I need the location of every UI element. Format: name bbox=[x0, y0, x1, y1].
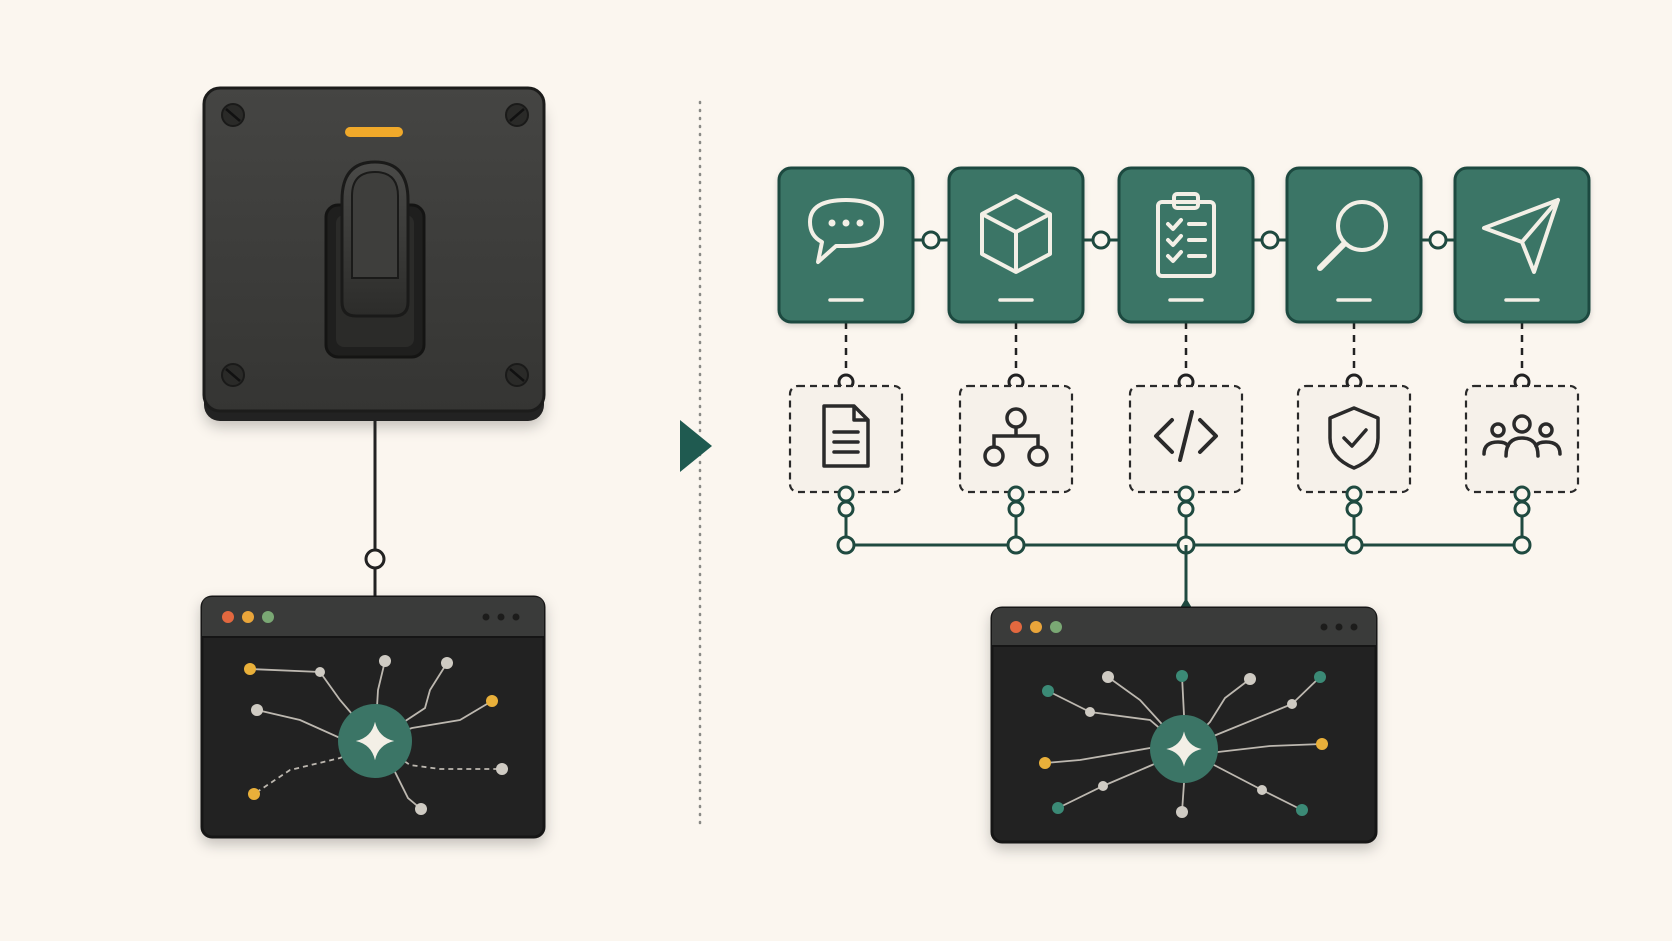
connector-node bbox=[1177, 485, 1195, 503]
window-maximize-dot[interactable] bbox=[262, 611, 274, 623]
screw-icon bbox=[505, 363, 529, 387]
connector-node bbox=[1513, 500, 1531, 518]
connector-node bbox=[1260, 230, 1280, 250]
window-minimize-dot[interactable] bbox=[242, 611, 254, 623]
right-agent-window bbox=[990, 606, 1378, 844]
connector-node bbox=[1428, 230, 1448, 250]
users-icon bbox=[1482, 414, 1562, 458]
network-node bbox=[1098, 781, 1108, 791]
chat-bubble-icon bbox=[808, 198, 884, 264]
window-close-dot[interactable] bbox=[222, 611, 234, 623]
connector-node bbox=[921, 230, 941, 250]
connector-node bbox=[1513, 485, 1531, 503]
pipeline-step-2[interactable] bbox=[947, 166, 1085, 324]
sparkle-icon bbox=[355, 721, 395, 761]
screw-icon bbox=[505, 103, 529, 127]
pipeline-step-1[interactable] bbox=[777, 166, 915, 324]
network-node bbox=[496, 763, 508, 775]
document-icon bbox=[822, 404, 870, 468]
network-node bbox=[244, 663, 256, 675]
ellipsis-icon[interactable] bbox=[482, 613, 520, 621]
connector-node bbox=[1345, 485, 1363, 503]
network-node bbox=[1316, 738, 1328, 750]
sub-tool-card bbox=[788, 384, 904, 494]
connector-node bbox=[1091, 230, 1111, 250]
network-node bbox=[1039, 757, 1051, 769]
bus-node bbox=[1006, 535, 1026, 555]
pipeline-step-3[interactable] bbox=[1117, 166, 1255, 324]
network-node bbox=[1296, 804, 1308, 816]
network-node bbox=[248, 788, 260, 800]
agent-network bbox=[1039, 670, 1328, 818]
bus-node bbox=[1344, 535, 1364, 555]
network-node bbox=[1042, 685, 1054, 697]
sub-tool-card bbox=[1296, 384, 1412, 494]
window-close-dot[interactable] bbox=[1010, 621, 1022, 633]
network-node bbox=[1102, 671, 1114, 683]
network-node bbox=[486, 695, 498, 707]
pipeline bbox=[777, 166, 1591, 608]
network-node bbox=[251, 704, 263, 716]
network-node bbox=[315, 667, 325, 677]
ellipsis-icon[interactable] bbox=[1320, 623, 1358, 631]
toggle-lever[interactable] bbox=[340, 160, 410, 318]
sub-tool-3[interactable] bbox=[1128, 384, 1244, 494]
network-node bbox=[1176, 806, 1188, 818]
connector-node bbox=[837, 500, 855, 518]
connector-node bbox=[364, 548, 386, 570]
window-maximize-dot[interactable] bbox=[1050, 621, 1062, 633]
agent-network bbox=[244, 655, 508, 815]
sub-tool-5[interactable] bbox=[1464, 384, 1580, 494]
play-arrow-icon bbox=[680, 420, 712, 472]
connector-node bbox=[1345, 500, 1363, 518]
step-card bbox=[1285, 166, 1423, 324]
connector-node bbox=[1007, 500, 1025, 518]
network-node bbox=[1287, 699, 1297, 709]
connector-node bbox=[1007, 485, 1025, 503]
cube-icon bbox=[980, 194, 1052, 274]
network-node bbox=[379, 655, 391, 667]
window-minimize-dot[interactable] bbox=[1030, 621, 1042, 633]
left-agent-window bbox=[200, 595, 546, 839]
magnifier-icon bbox=[1317, 200, 1388, 271]
network-node bbox=[1257, 785, 1267, 795]
bus-node bbox=[1512, 535, 1532, 555]
pipeline-step-5[interactable] bbox=[1453, 166, 1591, 324]
bus-node bbox=[836, 535, 856, 555]
network-node bbox=[1052, 802, 1064, 814]
network-node bbox=[1176, 670, 1188, 682]
sparkle-icon bbox=[1166, 731, 1202, 767]
network-node bbox=[441, 657, 453, 669]
sub-tool-4[interactable] bbox=[1296, 384, 1412, 494]
code-icon bbox=[1154, 410, 1218, 462]
hierarchy-icon bbox=[983, 407, 1049, 467]
shield-check-icon bbox=[1328, 406, 1380, 470]
network-node bbox=[415, 803, 427, 815]
paper-plane-icon bbox=[1482, 198, 1560, 274]
sub-tool-card bbox=[958, 384, 1074, 494]
bus-arrow bbox=[1180, 598, 1192, 608]
indicator-light bbox=[345, 127, 403, 137]
screw-icon bbox=[221, 103, 245, 127]
clipboard-checklist-icon bbox=[1156, 192, 1216, 278]
toggle-switch-panel bbox=[202, 86, 546, 421]
sub-tool-1[interactable] bbox=[788, 384, 904, 494]
connector-node bbox=[837, 485, 855, 503]
network-node bbox=[1244, 673, 1256, 685]
network-node bbox=[1085, 707, 1095, 717]
connector-node bbox=[1177, 500, 1195, 518]
network-node bbox=[1314, 671, 1326, 683]
screw-icon bbox=[221, 363, 245, 387]
sub-tool-2[interactable] bbox=[958, 384, 1074, 494]
pipeline-step-4[interactable] bbox=[1285, 166, 1423, 324]
step-card bbox=[1117, 166, 1255, 324]
